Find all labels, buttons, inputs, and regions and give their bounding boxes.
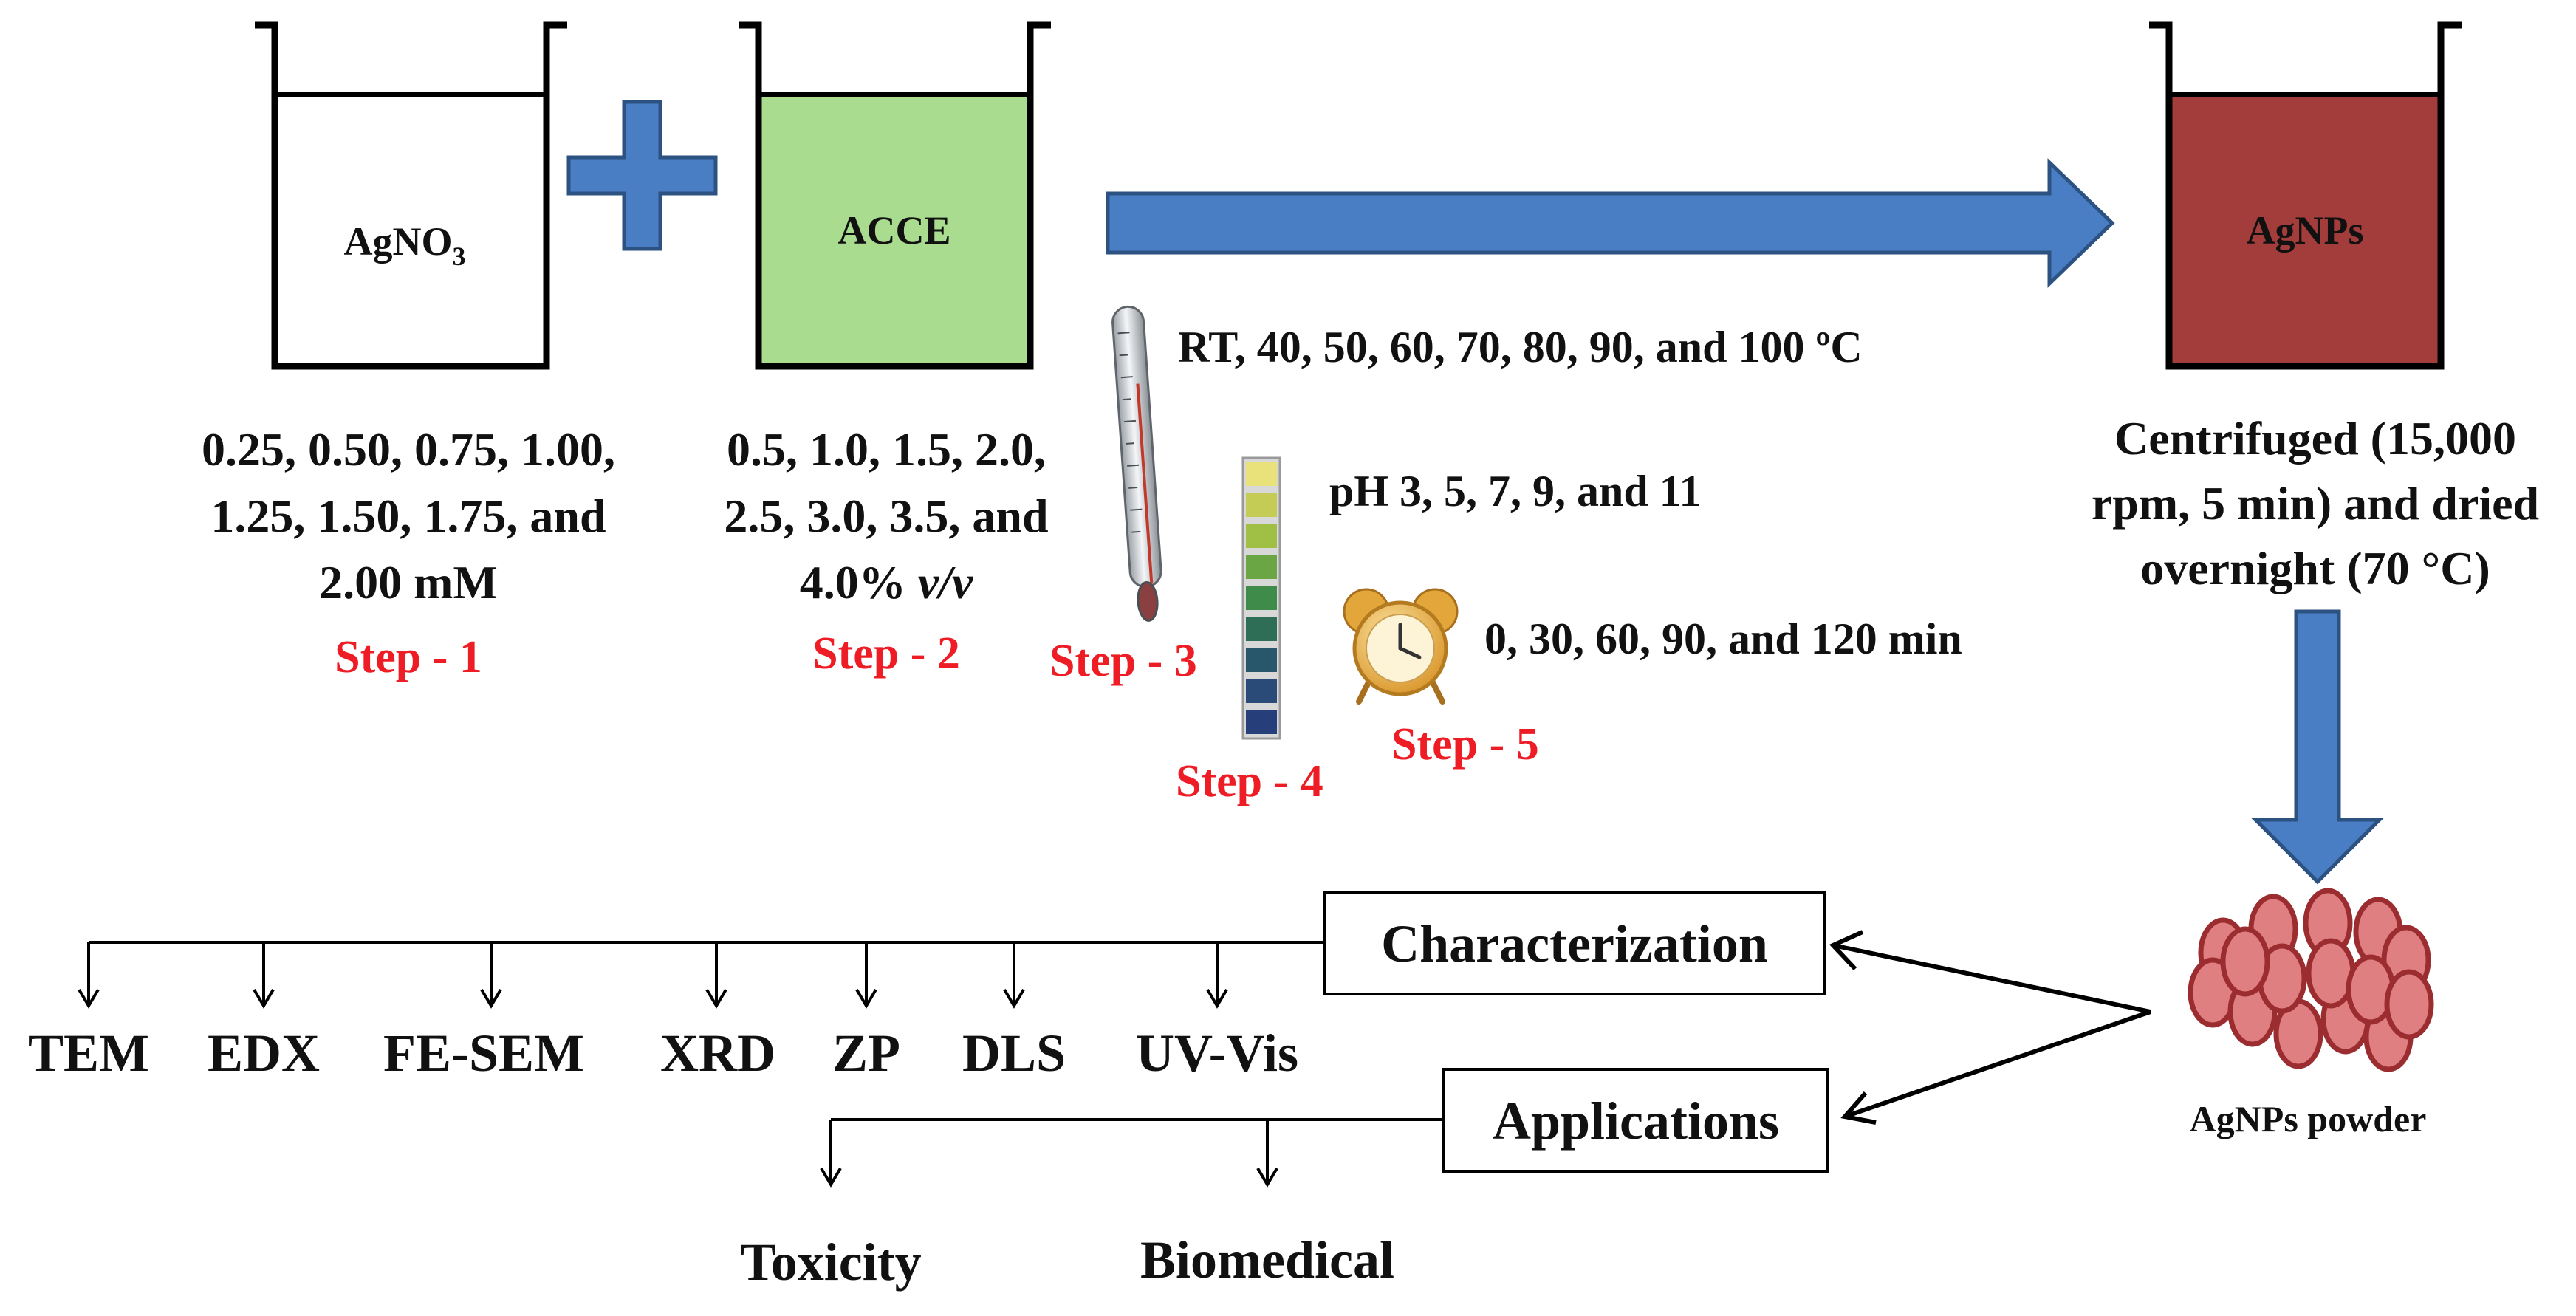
agnps-powder-icon <box>2188 888 2434 1072</box>
agnps-label: AgNPs <box>2247 208 2364 253</box>
app-item-toxicity: Toxicity <box>740 1233 921 1292</box>
step2-line-2: 2.5, 3.0, 3.5, and <box>724 490 1048 542</box>
step2-line-1: 0.5, 1.0, 1.5, 2.0, <box>727 423 1046 476</box>
step5-text: 0, 30, 60, 90, and 120 min <box>1484 614 1962 663</box>
step2-block: 0.5, 1.0, 1.5, 2.0, 2.5, 3.0, 3.5, and 4… <box>724 423 1048 679</box>
characterization-items: TEM EDX FE-SEM XRD ZP DLS UV-Vis <box>28 1024 1298 1083</box>
char-item-tem: TEM <box>28 1024 149 1083</box>
powder-to-boxes-arrows <box>1829 930 2151 1125</box>
step2-label: Step - 2 <box>812 628 960 679</box>
ph-strip-icon <box>1241 456 1281 740</box>
acce-solution <box>758 95 1030 366</box>
step4-label: Step - 4 <box>1176 756 1323 806</box>
char-item-uv-vis: UV-Vis <box>1136 1024 1298 1083</box>
applications-tree <box>820 1118 1444 1188</box>
characterization-box <box>1323 891 1826 995</box>
svg-text:4.0% v/v: 4.0% v/v <box>800 556 973 609</box>
characterization-title: Characterization <box>1381 914 1768 973</box>
svg-text:AgNO3: AgNO3 <box>344 219 466 271</box>
agnps-beaker-outline <box>2149 21 2462 370</box>
alarm-clock-icon <box>1343 588 1459 705</box>
agno3-subscript: 3 <box>453 241 466 271</box>
reaction-arrow-icon <box>1106 158 2115 288</box>
step2-unit-italic: v/v <box>918 556 973 609</box>
acce-label: ACCE <box>837 208 950 253</box>
agno3-solution <box>275 95 547 366</box>
agnps-beaker: AgNPs <box>2149 21 2462 370</box>
step1-line-1: 0.25, 0.50, 0.75, 1.00, <box>202 423 615 476</box>
agno3-beaker-outline <box>255 21 567 370</box>
acce-beaker: ACCE <box>739 21 1051 370</box>
characterization-tree <box>78 941 1325 1009</box>
step1-block: 0.25, 0.50, 0.75, 1.00, 1.25, 1.50, 1.75… <box>202 423 615 682</box>
step5-label: Step - 5 <box>1391 719 1539 770</box>
post-process-line-1: Centrifuged (15,000 <box>2114 412 2516 465</box>
thermometer-icon <box>1111 305 1162 622</box>
step3-label: Step - 3 <box>1049 636 1197 686</box>
char-item-dls: DLS <box>962 1024 1066 1083</box>
step2-line-3: 4.0% <box>800 556 918 609</box>
down-arrow-icon <box>2250 609 2385 885</box>
step1-line-3: 2.00 mM <box>319 556 498 609</box>
char-item-edx: EDX <box>208 1024 320 1083</box>
agnps-solution <box>2169 95 2441 366</box>
char-item-fe-sem: FE-SEM <box>383 1024 584 1083</box>
step1-label: Step - 1 <box>335 632 482 682</box>
agno3-label: AgNO <box>344 219 453 264</box>
app-item-biomedical: Biomedical <box>1140 1230 1394 1289</box>
post-process-line-2: rpm, 5 min) and dried <box>2092 477 2539 530</box>
applications-title: Applications <box>1493 1091 1779 1151</box>
step4-text: pH 3, 5, 7, 9, and 11 <box>1329 467 1701 515</box>
step3-text: RT, 40, 50, 60, 70, 80, 90, and 100 ºC <box>1178 323 1863 371</box>
acce-beaker-outline <box>739 21 1051 370</box>
post-process-block: Centrifuged (15,000 rpm, 5 min) and drie… <box>2092 412 2539 594</box>
char-item-zp: ZP <box>832 1024 900 1083</box>
char-item-xrd: XRD <box>660 1024 775 1083</box>
post-process-line-3: overnight (70 °C) <box>2140 542 2490 594</box>
agno3-beaker: AgNO3 <box>255 21 567 370</box>
plus-icon <box>566 100 718 251</box>
step1-line-2: 1.25, 1.50, 1.75, and <box>210 490 606 542</box>
applications-box <box>1442 1068 1829 1173</box>
powder-label: AgNPs powder <box>2190 1098 2427 1139</box>
